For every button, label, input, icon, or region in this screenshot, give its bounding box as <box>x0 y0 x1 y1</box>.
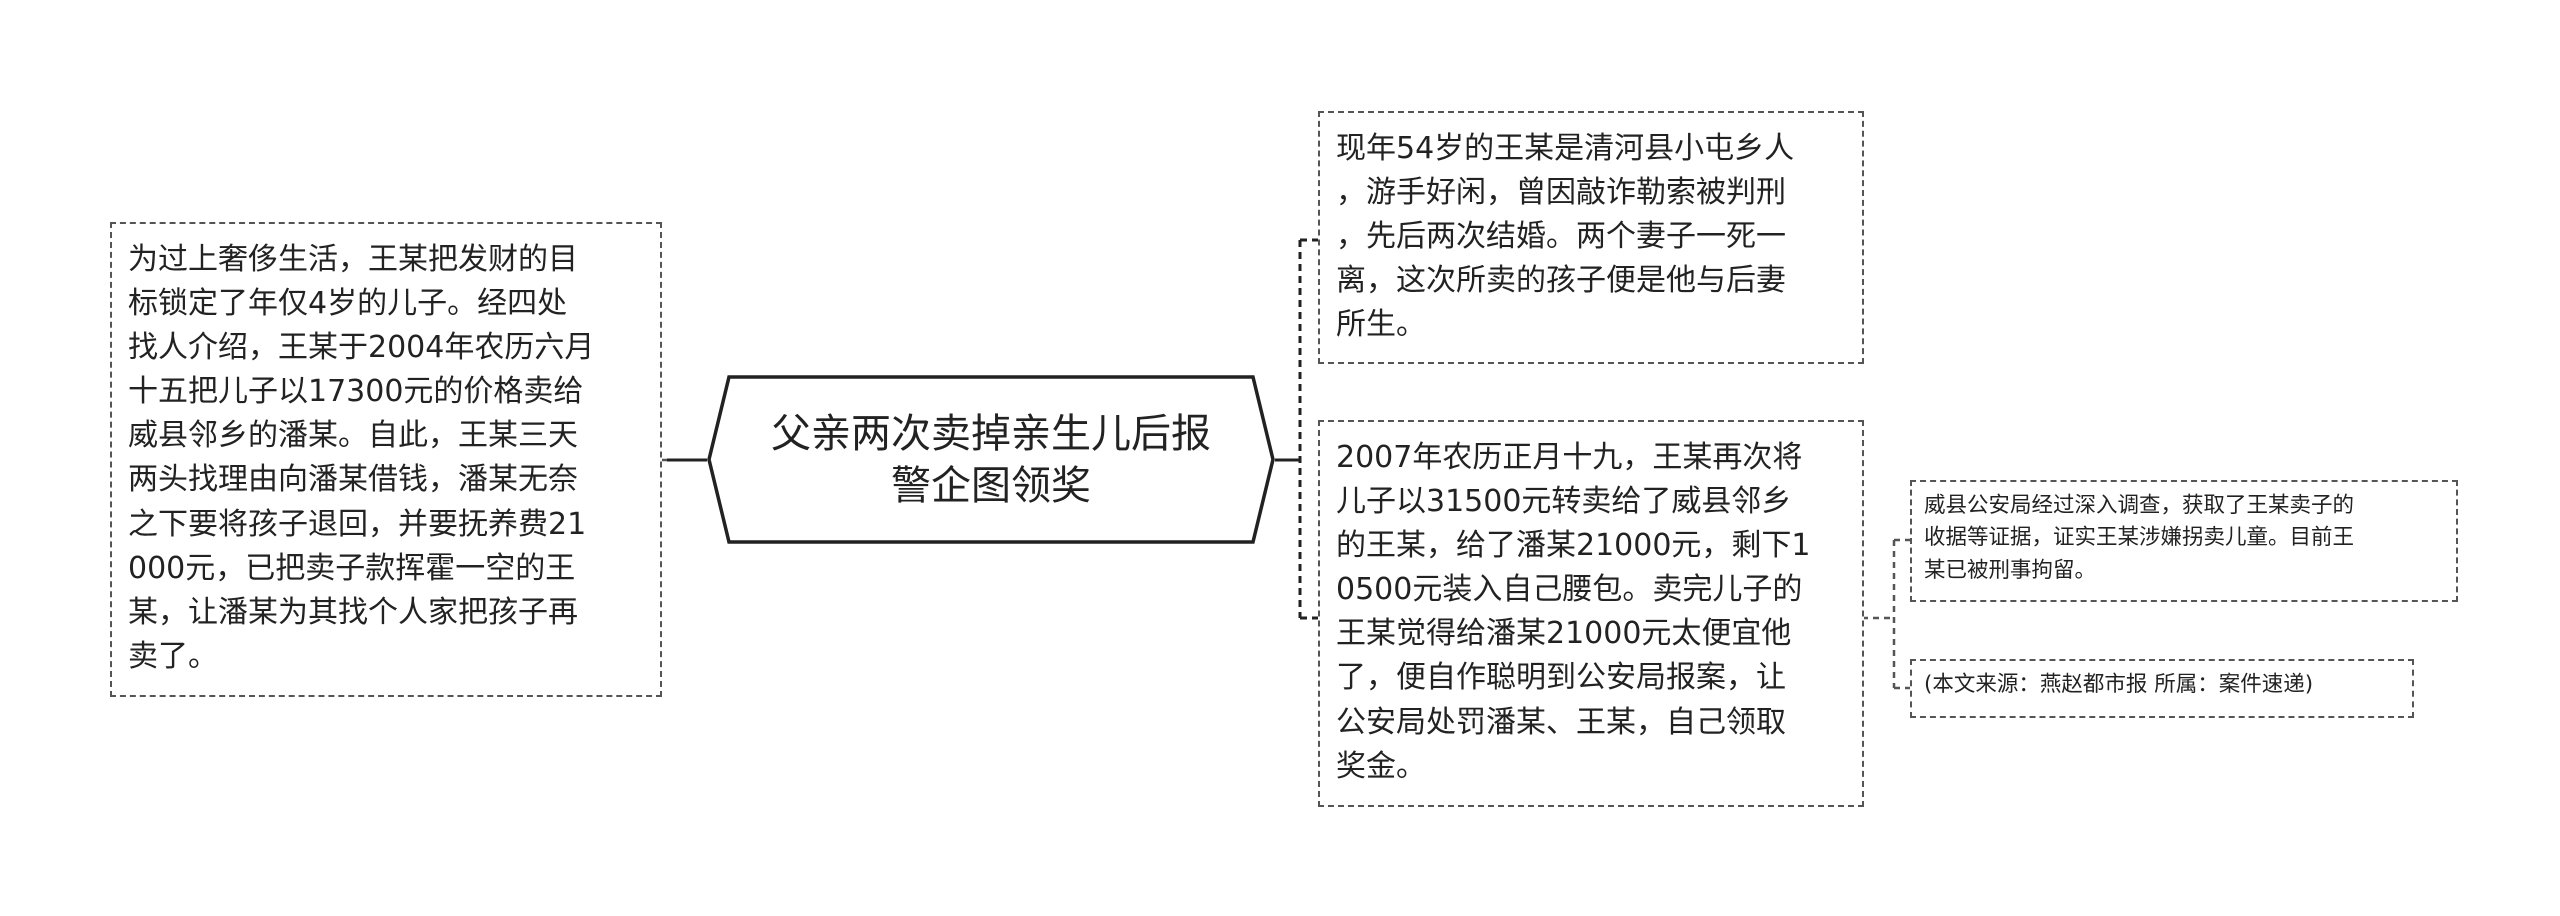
right-mid-topic-text: 2007年农历正月十九，王某再次将 儿子以31500元转卖给了威县邻乡 的王某，… <box>1336 440 1811 784</box>
sub-topic-2-text: (本文来源：燕赵都市报 所属：案件速递) <box>1924 672 2314 697</box>
right-top-topic-text: 现年54岁的王某是清河县小屯乡人 ，游手好闲，曾因敲诈勒索被判刑 ，先后两次结婚… <box>1336 131 1795 343</box>
sub-topic-node-1[interactable]: 威县公安局经过深入调查，获取了王某卖子的 收据等证据，证实王某涉嫌拐卖儿童。目前… <box>1910 480 2458 602</box>
left-topic-node[interactable]: 为过上奢侈生活，王某把发财的目 标锁定了年仅4岁的儿子。经四处 找人介绍，王某于… <box>110 222 662 697</box>
root-topic-node[interactable]: 父亲两次卖掉亲生儿后报 警企图领奖 <box>707 375 1275 544</box>
right-mid-topic-node[interactable]: 2007年农历正月十九，王某再次将 儿子以31500元转卖给了威县邻乡 的王某，… <box>1318 420 1864 807</box>
sub-topic-node-2[interactable]: (本文来源：燕赵都市报 所属：案件速递) <box>1910 659 2414 718</box>
root-topic-label: 父亲两次卖掉亲生儿后报 警企图领奖 <box>771 410 1211 509</box>
root-hexagon-shape <box>707 375 1275 544</box>
right-top-topic-node[interactable]: 现年54岁的王某是清河县小屯乡人 ，游手好闲，曾因敲诈勒索被判刑 ，先后两次结婚… <box>1318 111 1864 364</box>
left-topic-text: 为过上奢侈生活，王某把发财的目 标锁定了年仅4岁的儿子。经四处 找人介绍，王某于… <box>128 242 595 674</box>
sub-topic-1-text: 威县公安局经过深入调查，获取了王某卖子的 收据等证据，证实王某涉嫌拐卖儿童。目前… <box>1924 493 2355 583</box>
